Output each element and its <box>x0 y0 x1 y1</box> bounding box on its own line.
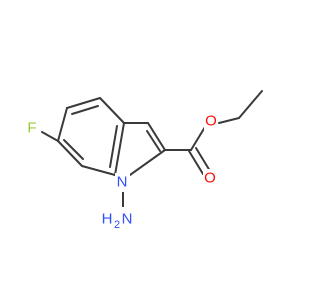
bond-c5-c4-inner <box>71 105 99 115</box>
fluorine-label: F <box>27 120 36 137</box>
bond-c7a-c7 <box>81 165 116 176</box>
atom-labels: F O O N H 2 N <box>26 112 218 233</box>
bond-carbonyl-c-o <box>190 126 206 151</box>
bond-c3-c2-inner <box>146 130 161 152</box>
bond-c4-c3a <box>99 97 125 124</box>
bond-c5-f <box>41 131 59 142</box>
bond-o-ch2 <box>218 117 240 124</box>
bond-carbonyl-double-o-2 <box>195 147 211 172</box>
fluorine-atom: F <box>26 119 39 138</box>
bond-carbonyl-double-o-1 <box>188 150 204 175</box>
ester-oxygen-label: O <box>205 113 217 130</box>
molecule-structure: F O O N H 2 N <box>26 90 263 233</box>
amino-group: H 2 N <box>100 207 136 233</box>
ring-nitrogen-atom: N <box>115 173 130 192</box>
bond-ch2-ch3 <box>238 90 263 119</box>
bond-c5-c4 <box>66 97 101 109</box>
amino-h-count: 2 <box>114 219 120 231</box>
ester-oxygen-atom: O <box>204 112 218 131</box>
bond-c3a-c7a-inner <box>109 125 118 168</box>
ring-nitrogen-label: N <box>117 174 128 191</box>
bond-c7-c6-inner <box>63 139 84 160</box>
bonds <box>41 90 263 213</box>
bond-c7-c6 <box>57 140 83 167</box>
amino-nitrogen-label: N <box>122 211 133 228</box>
carbonyl-oxygen-atom: O <box>203 169 217 188</box>
carbonyl-oxygen-label: O <box>204 170 216 187</box>
amino-h-label: H <box>102 211 113 228</box>
bond-c3a-c7a <box>114 122 125 176</box>
bond-c3-c2 <box>147 122 166 151</box>
bond-c6-c5 <box>57 107 68 142</box>
